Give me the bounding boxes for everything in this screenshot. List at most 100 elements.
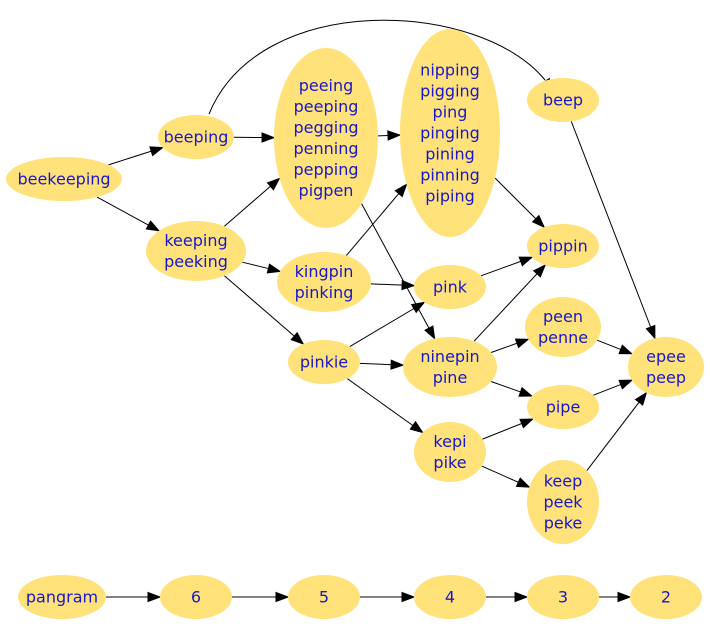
edge-line [359,362,393,366]
node-ellipse [400,29,500,237]
edge-line [481,465,520,484]
node-label: 2 [661,588,671,607]
edge-beep-to-epee [570,121,656,340]
node-ellipse [527,460,599,544]
arrowhead-icon [645,324,656,340]
node-label: peeping [294,97,359,116]
node-label: pinning [420,166,480,185]
edge-line [208,19,546,115]
node-label: kepi [433,432,466,451]
arrowhead-icon [532,264,547,278]
arrowhead-icon [634,391,648,406]
edge-line [490,381,522,393]
edge-pinkie-to-kepi [347,378,424,434]
arrowhead-icon [515,477,531,488]
node-ellipse [158,115,234,159]
arrowhead-icon [410,301,426,314]
node-label: pining [425,145,474,164]
edge-line [108,150,153,166]
node-ellipse [525,297,601,357]
edge-pangram-to-six [106,591,162,603]
node-label: peeing [299,76,354,95]
arrowhead-icon [145,220,161,232]
node-ellipse [628,337,704,397]
node-kepi: kepi pike [414,422,486,482]
edge-line [570,121,652,329]
edge-line [349,307,416,348]
node-pipe: pipe [527,385,599,429]
edge-kingpin-to-pink [370,279,416,291]
node-label: pike [433,453,466,472]
node-label: 4 [445,588,455,607]
arrowhead-icon [409,420,424,434]
node-label: 5 [319,588,329,607]
node-4: 4 [414,575,486,619]
node-5: 5 [288,575,360,619]
node-label: pink [433,278,468,297]
edge-three-to-two [599,591,632,603]
node-beekeeping: beekeeping [6,157,122,201]
node-ellipse [277,252,371,312]
node-label: ninepin [420,347,479,366]
edge-line [361,203,430,330]
edge-line [490,342,519,353]
node-6: 6 [160,575,232,619]
arrowhead-icon [514,338,530,349]
node-ellipse [527,575,599,619]
edge-beeping-to-peeing [233,132,276,143]
edge-kepi-to-keep [481,465,531,488]
edge-peen-to-epee [596,339,634,355]
node-ellipse [414,265,486,309]
edge-kingpin-to-nipping [345,183,408,256]
node-ellipse [274,48,378,228]
edge-line [345,192,400,256]
node-label: pinking [295,283,354,302]
node-label: peep [646,368,686,387]
edge-line [482,422,523,440]
edge-ninepin-to-pippin [473,264,547,342]
arrowhead-icon [531,214,546,229]
node-label: beekeeping [17,170,110,189]
edge-pipe-to-epee [593,379,634,396]
edge-ninepin-to-pipe [490,381,534,397]
node-ellipse [160,575,232,619]
node-beeping: beeping [158,115,234,159]
node-label: pinging [420,124,480,143]
node-label: kingpin [295,262,354,281]
node-pink: pink [414,265,486,309]
node-label: peke [544,514,583,533]
edge-beeping-to-beep [208,19,553,115]
edge-line [593,383,622,396]
arrowhead-icon [518,256,534,267]
node-ellipse [6,157,122,201]
node-ellipse [288,575,360,619]
edge-line [370,283,404,286]
edge-kepi-to-pipe [482,418,535,440]
edge-beekeeping-to-beeping [108,146,165,166]
edge-pinkie-to-pink [349,301,426,348]
node-beep: beep [527,78,599,122]
arrowhead-icon [618,379,634,390]
edge-line [242,261,270,270]
node-label: pigging [420,82,480,101]
node-label: pegging [293,118,358,137]
node-label: penning [293,139,358,158]
node-ellipse [527,385,599,429]
node-ellipse [527,224,599,268]
node-ellipse [527,78,599,122]
node-label: pigpen [299,181,354,200]
edge-line [586,401,641,471]
node-label: piping [425,187,475,206]
edge-line [224,185,272,227]
arrowhead-icon [275,591,290,603]
node-label: beeping [164,128,229,147]
arrowhead-icon [147,591,162,603]
edge-peeing-to-nipping [377,130,402,141]
arrowhead-icon [390,359,405,370]
node-nipping: nippingpiggingpingpingingpiningpinningpi… [400,29,500,237]
node-3: 3 [527,575,599,619]
